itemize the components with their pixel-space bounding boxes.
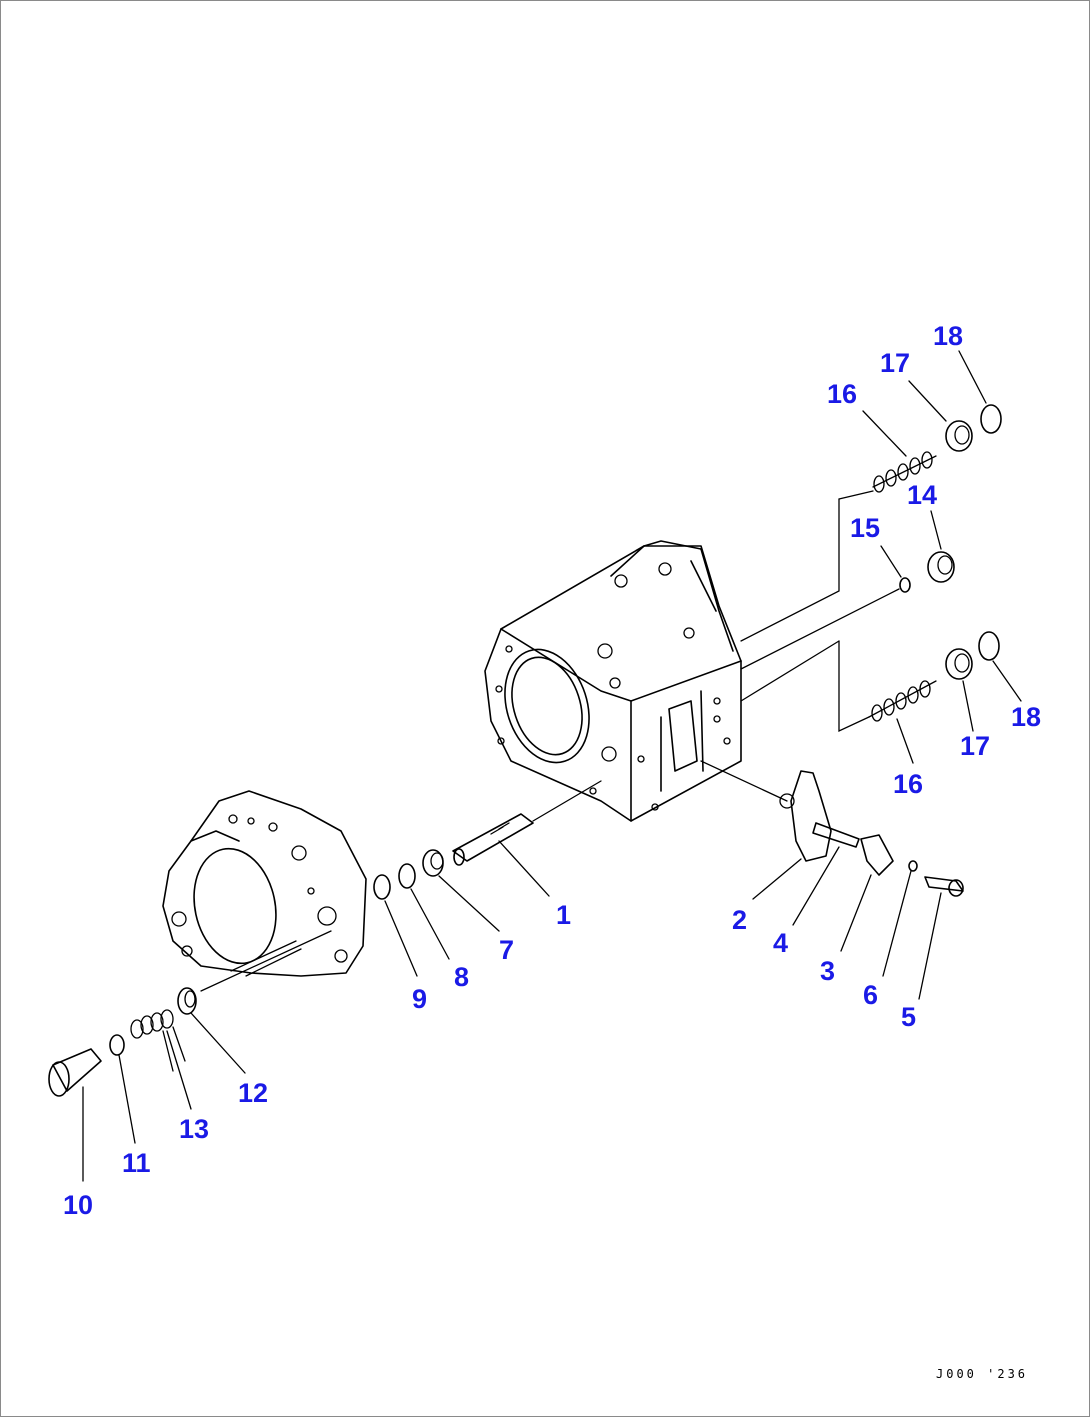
callout-17-lower: 17 [960,731,990,761]
callout-6: 6 [863,980,878,1010]
callout-10: 10 [63,1190,93,1220]
bolt-part-5 [924,876,964,897]
ring-part-18-upper [980,404,1002,434]
callout-7: 7 [499,935,514,965]
callout-9: 9 [412,984,427,1014]
cover-drawing [162,790,367,977]
plug-part-17-lower [945,648,973,680]
assembly-axis-lines [200,490,900,992]
callout-8: 8 [454,962,469,992]
callout-3: 3 [820,956,835,986]
drawing-number: J000 '236 [936,1367,1029,1381]
lever-part-2 [779,770,832,862]
callout-18-upper: 18 [933,321,963,351]
ball-part-15 [899,577,911,593]
spring-part-16-lower [868,680,937,722]
callout-16-lower: 16 [893,769,923,799]
callout-13: 13 [179,1114,209,1144]
plug-part-17-upper [945,420,973,452]
callout-18-lower: 18 [1011,702,1041,732]
ring-part-11 [109,1034,125,1056]
callout-12: 12 [238,1078,268,1108]
bracket-part-3 [860,834,894,876]
callout-labels: 1 2 3 4 5 6 7 8 9 10 11 12 13 14 15 16 1… [63,321,1041,1220]
callout-4: 4 [773,928,788,958]
ring-part-9 [373,874,391,900]
callout-16-upper: 16 [827,379,857,409]
callout-14: 14 [907,480,937,510]
spring-part-16-upper [872,451,937,493]
callout-1: 1 [556,900,571,930]
spring-part-13 [130,1009,186,1072]
callout-11: 11 [122,1148,151,1178]
spool-part-1 [452,813,534,866]
ring-part-8 [398,863,416,889]
callout-5: 5 [901,1002,916,1032]
washer-part-6 [908,860,918,872]
ring-part-12 [177,987,197,1015]
plug-part-10 [48,1048,102,1097]
plug-part-7 [422,849,444,877]
ring-part-18-lower [978,631,1000,661]
leader-lines [82,350,1022,1182]
pump-housing-drawing [484,540,742,822]
plug-part-14 [927,551,955,583]
pin-part-4 [812,822,860,848]
callout-2: 2 [732,905,747,935]
callout-17-upper: 17 [880,348,910,378]
callout-15: 15 [850,513,880,543]
